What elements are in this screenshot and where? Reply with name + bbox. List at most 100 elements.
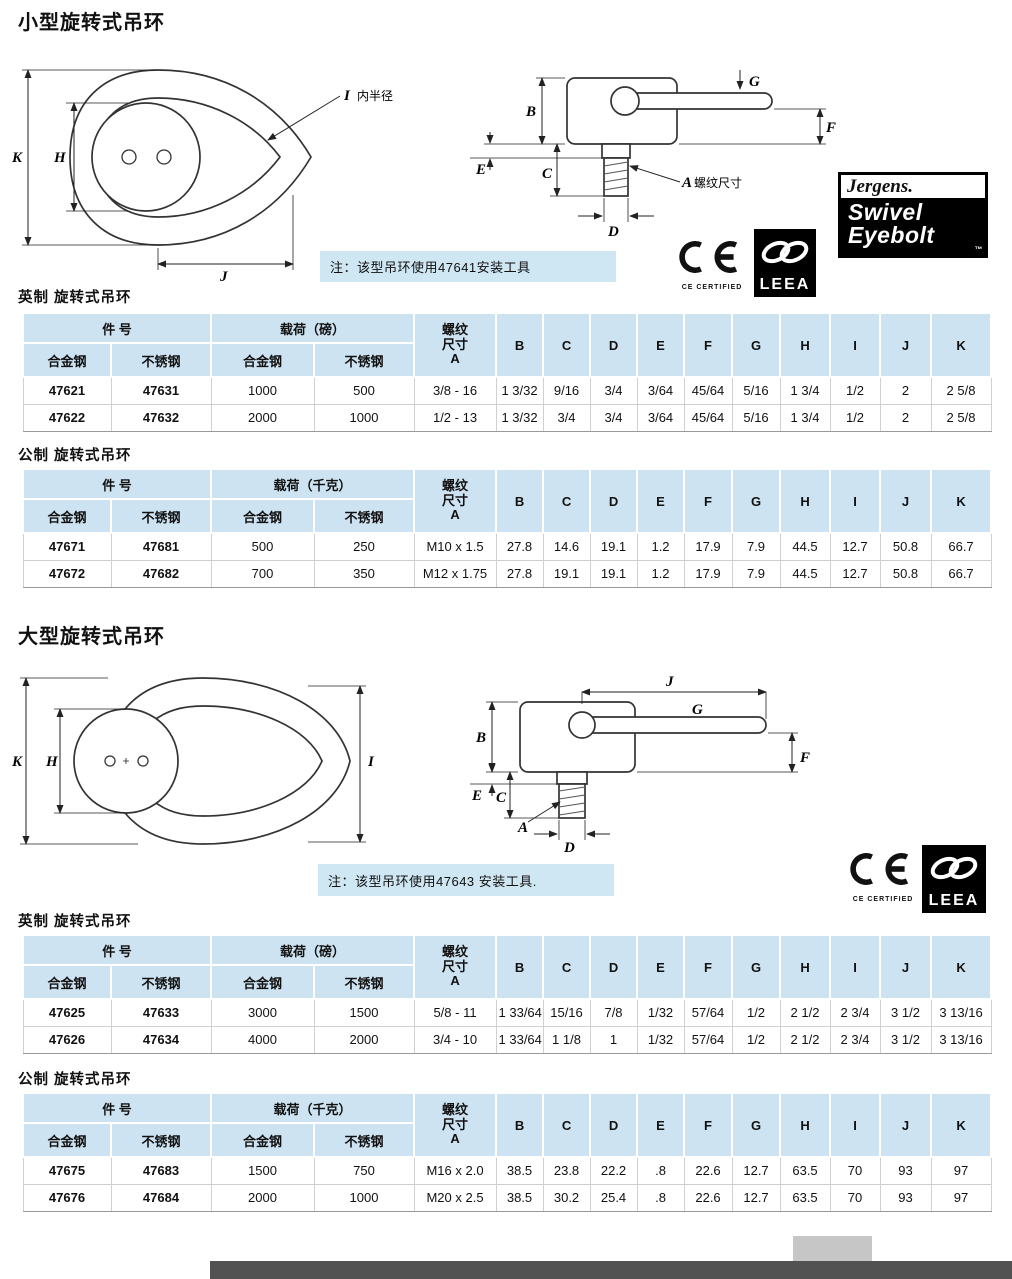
page-title-small: 小型旋转式吊环: [18, 12, 165, 34]
value-cell: 1 3/32: [495, 376, 544, 405]
value-cell: 3 13/16: [930, 1025, 992, 1054]
th-load: 载荷（千克）: [209, 468, 416, 500]
th-dim: C: [542, 468, 592, 534]
value-cell: 1000: [313, 403, 415, 432]
value-cell: 350: [313, 559, 415, 588]
value-cell: 500: [313, 376, 415, 405]
th-alloy: 合金钢: [210, 342, 315, 378]
thread-line3: A: [450, 351, 460, 367]
th-dim: J: [879, 468, 933, 534]
part-number-cell: 47634: [110, 1025, 212, 1054]
value-cell: 3/4 - 10: [413, 1025, 497, 1054]
value-cell: M20 x 2.5: [413, 1183, 497, 1212]
th-alloy: 合金钢: [22, 964, 112, 1000]
value-cell: 38.5: [495, 1156, 544, 1185]
spec-table-small-metric: 件 号 载荷（千克） 螺纹 尺寸 A B C D E F G H I J K 合…: [22, 468, 993, 588]
value-cell: 38.5: [495, 1183, 544, 1212]
value-cell: 1/2: [731, 998, 781, 1027]
value-cell: 66.7: [930, 559, 992, 588]
th-dim: I: [829, 312, 882, 378]
value-cell: 30.2: [542, 1183, 591, 1212]
small-eyebolt-side-drawing: B E C D G F A 螺纹尺寸: [470, 70, 836, 240]
dim-label-A: A: [517, 820, 528, 836]
ce-mark-icon: [679, 241, 738, 273]
th-dim: J: [879, 312, 933, 378]
thread-line2: 尺寸: [442, 492, 469, 508]
th-stainless: 不锈钢: [110, 498, 212, 534]
value-cell: 7/8: [589, 998, 638, 1027]
leea-logo: LEEA: [754, 229, 816, 297]
value-cell: 1 1/8: [542, 1025, 591, 1054]
dim-label-F: F: [825, 120, 836, 136]
value-cell: 1000: [210, 376, 315, 405]
value-cell: 50.8: [879, 532, 932, 561]
value-cell: M10 x 1.5: [413, 532, 497, 561]
part-number-cell: 47672: [22, 559, 112, 588]
value-cell: 22.6: [683, 1183, 733, 1212]
value-cell: 9/16: [542, 376, 591, 405]
leea-logo: LEEA: [922, 845, 986, 913]
value-cell: 17.9: [683, 532, 733, 561]
value-cell: 44.5: [779, 532, 831, 561]
value-cell: 4000: [210, 1025, 315, 1054]
th-dim: G: [731, 1092, 782, 1158]
th-alloy: 合金钢: [210, 498, 315, 534]
value-cell: 1 3/32: [495, 403, 544, 432]
section-subtitle: 英制 旋转式吊环: [18, 290, 132, 306]
value-cell: 1 33/64: [495, 998, 544, 1027]
th-thread: 螺纹 尺寸 A: [413, 934, 498, 1000]
value-cell: 1/2: [731, 1025, 781, 1054]
th-dim: H: [779, 468, 832, 534]
value-cell: 7.9: [731, 532, 781, 561]
value-cell: 700: [210, 559, 315, 588]
value-cell: 1.2: [636, 559, 685, 588]
value-cell: 19.1: [589, 559, 638, 588]
value-cell: 17.9: [683, 559, 733, 588]
large-eyebolt-side-drawing: J G B E C D A F: [470, 674, 810, 856]
dim-label-C: C: [496, 790, 507, 806]
ce-mark-icon: [850, 853, 909, 885]
dim-label-A: A: [681, 175, 692, 191]
th-thread: 螺纹 尺寸 A: [413, 1092, 498, 1158]
value-cell: 45/64: [683, 376, 733, 405]
value-cell: 3000: [210, 998, 315, 1027]
value-cell: 5/8 - 11: [413, 998, 497, 1027]
th-dim: B: [495, 934, 545, 1000]
th-dim: C: [542, 312, 592, 378]
value-cell: 2 1/2: [779, 1025, 831, 1054]
dim-label-I: I: [343, 88, 351, 104]
value-cell: 57/64: [683, 998, 733, 1027]
leea-text: LEEA: [928, 892, 980, 909]
value-cell: 1/32: [636, 1025, 685, 1054]
value-cell: 12.7: [731, 1183, 781, 1212]
th-dim: E: [636, 312, 686, 378]
dim-label-J: J: [219, 269, 228, 285]
section-subtitle: 公制 旋转式吊环: [18, 1072, 132, 1088]
th-stainless: 不锈钢: [312, 342, 416, 378]
spec-table-large-metric: 件 号 载荷（千克） 螺纹 尺寸 A B C D E F G H I J K 合…: [22, 1092, 993, 1212]
dim-label-H: H: [53, 150, 67, 166]
th-alloy: 合金钢: [22, 342, 112, 378]
value-cell: 250: [313, 532, 415, 561]
value-cell: 750: [313, 1156, 415, 1185]
value-cell: 1500: [210, 1156, 315, 1185]
thread-line3: A: [450, 507, 460, 523]
value-cell: 1/32: [636, 998, 685, 1027]
jergens-script-text: Jergens.: [847, 176, 913, 197]
value-cell: 2: [879, 403, 932, 432]
th-dim: E: [636, 468, 686, 534]
jergens-logo: Jergens. Swivel Eyebolt ™: [838, 172, 988, 258]
th-part-no: 件 号: [22, 1092, 212, 1124]
th-dim: H: [779, 934, 832, 1000]
thread-line2: 尺寸: [442, 1116, 469, 1132]
dim-label-G: G: [749, 74, 760, 90]
dim-label-F: F: [799, 750, 810, 766]
dim-label-D: D: [563, 840, 575, 856]
th-dim: D: [589, 468, 639, 534]
value-cell: 2 5/8: [930, 403, 992, 432]
